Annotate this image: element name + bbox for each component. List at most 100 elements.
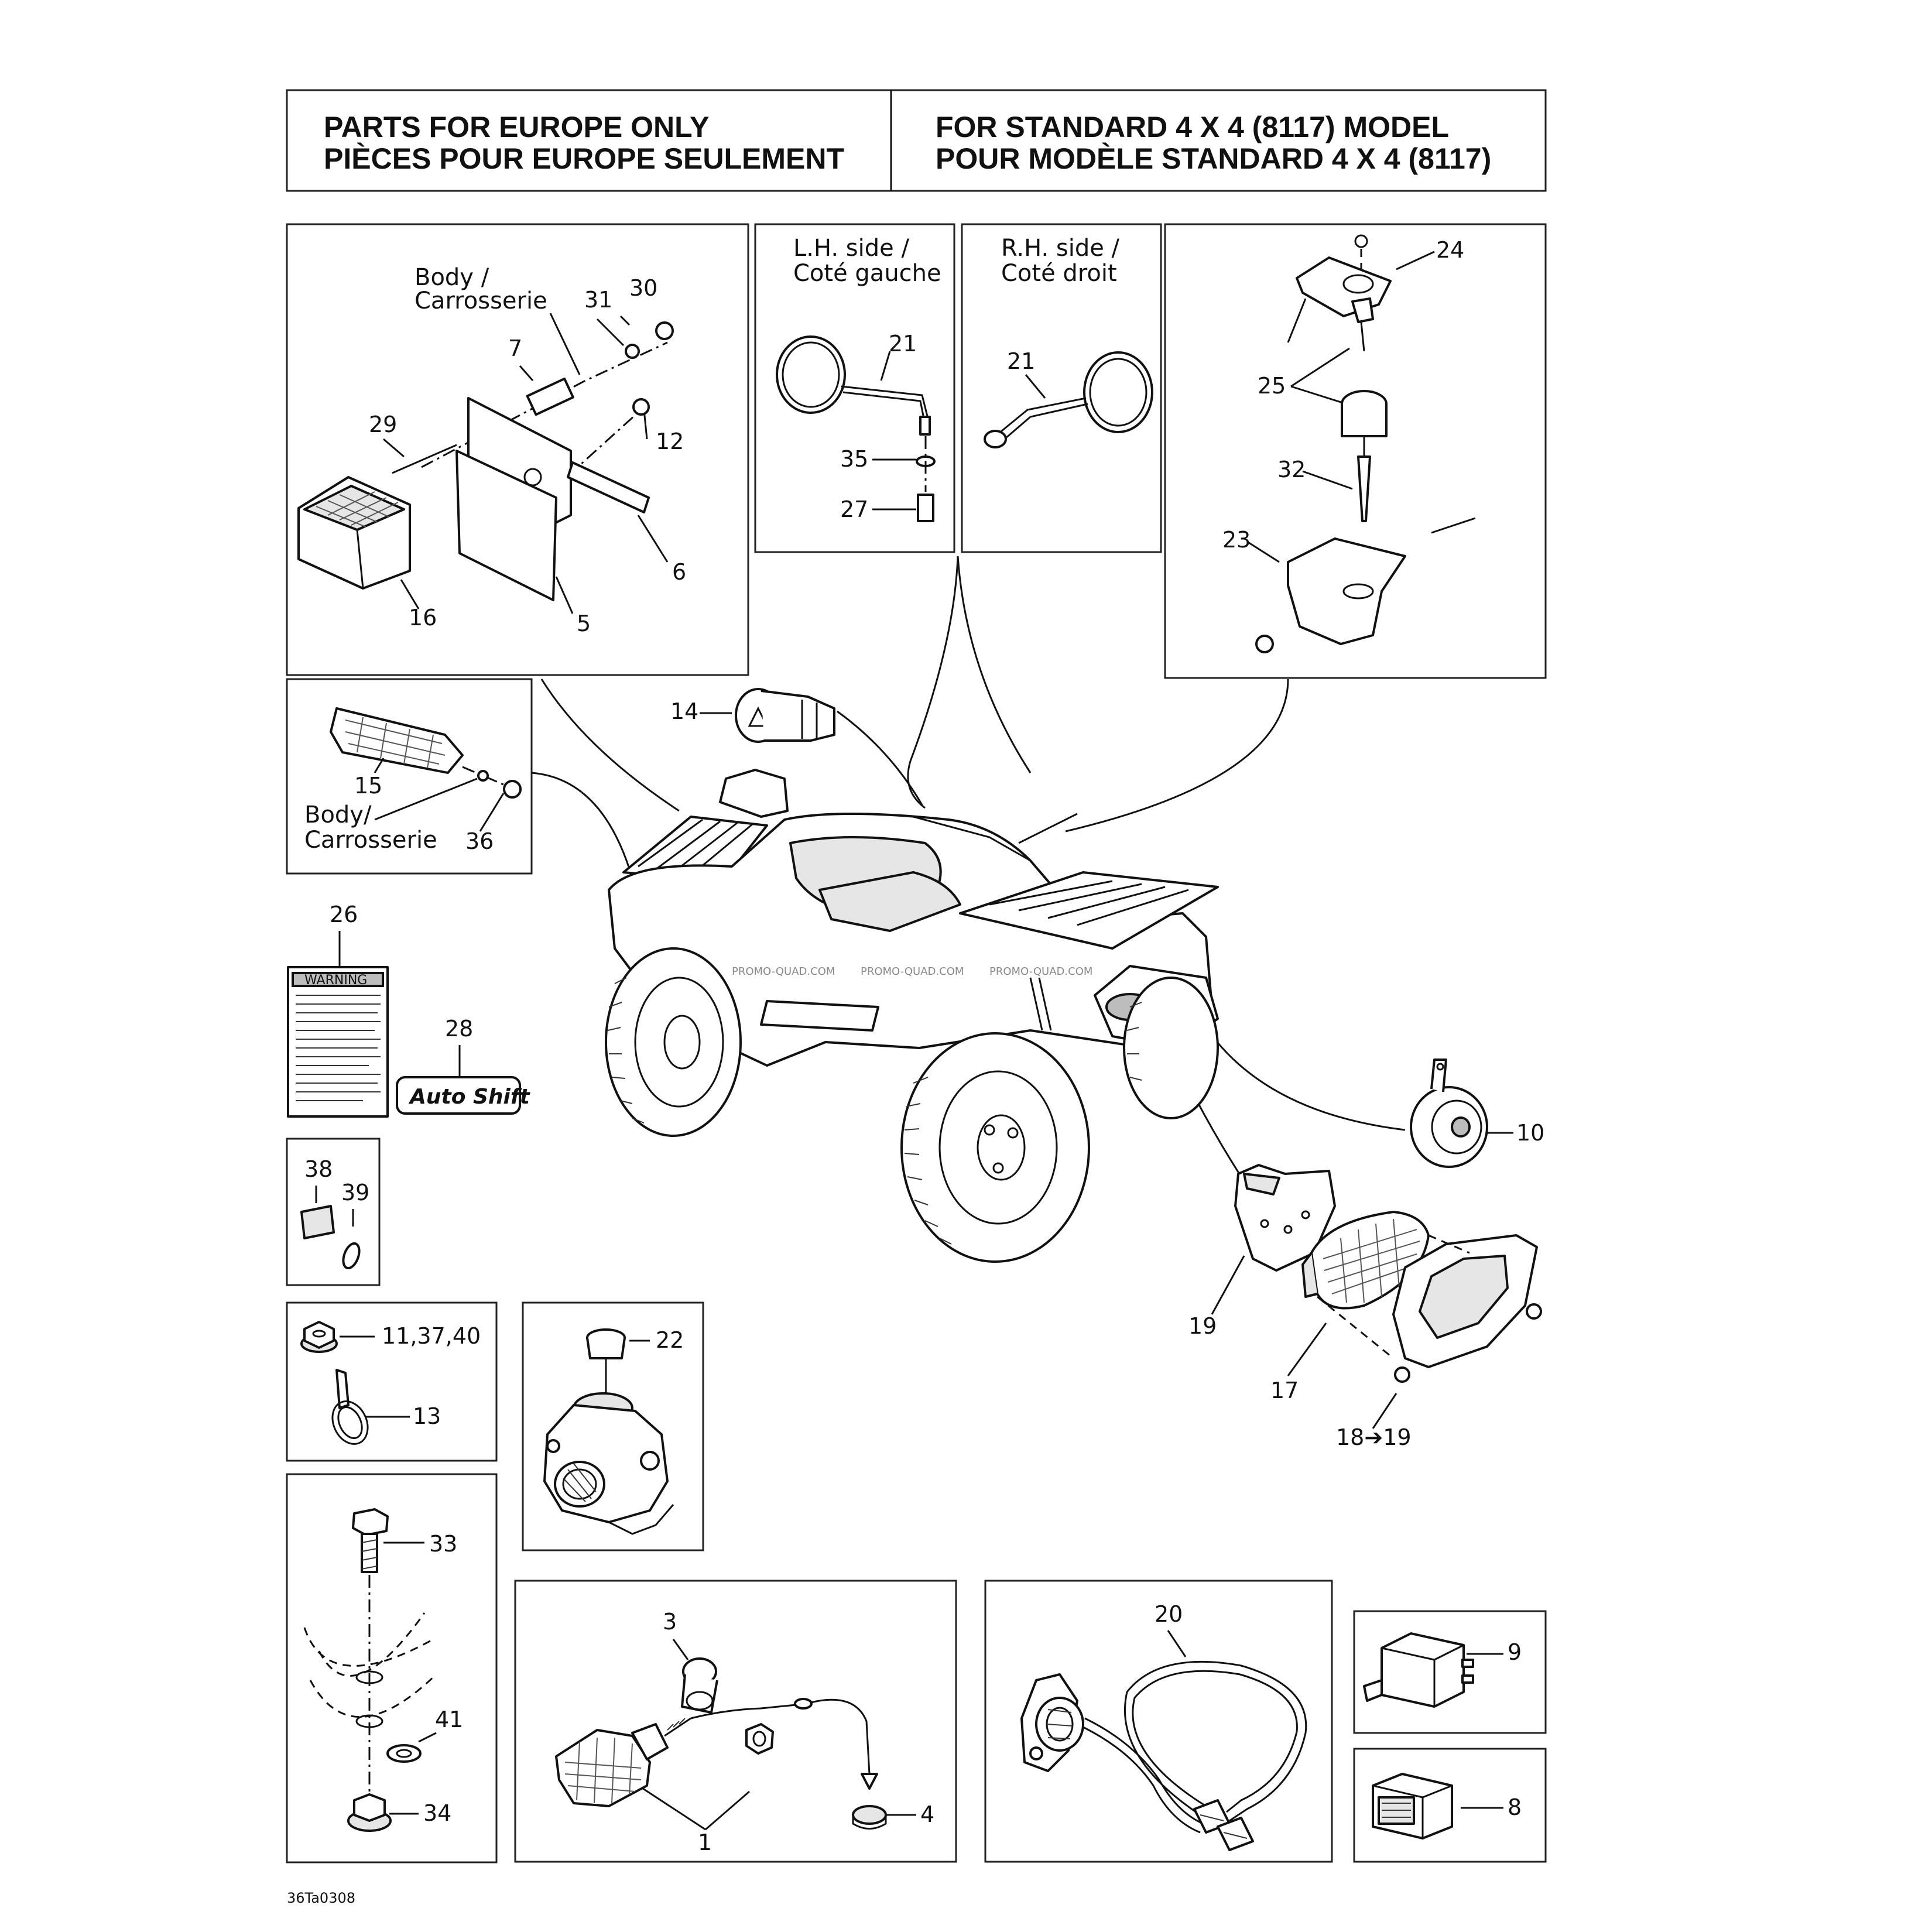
part-number-7: 7 xyxy=(508,335,522,361)
rear-wheel xyxy=(605,947,742,1137)
part-number-36: 36 xyxy=(465,828,494,854)
panel-license-plate: Body / Carrosserie 30 31 7 29 12 6 16 5 xyxy=(286,223,749,676)
rh-mirror-part-21 xyxy=(984,351,1153,448)
caption-cote-droit: Coté droit xyxy=(1001,260,1117,287)
adapter-part-27 xyxy=(917,494,934,522)
horn-part-10: 10 xyxy=(1410,1059,1544,1168)
pin-part-32 xyxy=(1357,455,1371,522)
o-ring-part-39 xyxy=(342,1242,361,1270)
part-number-16: 16 xyxy=(409,605,437,631)
taillight-part-16 xyxy=(297,476,411,590)
part-number-23: 23 xyxy=(1222,527,1251,553)
header-left-line1: PARTS FOR EUROPE ONLY xyxy=(324,111,709,143)
header-box: PARTS FOR EUROPE ONLY PIÈCES POUR EUROPE… xyxy=(286,89,1547,192)
lock-washer-part-41 xyxy=(386,1744,422,1763)
panel-ignition: 24 25 32 23 xyxy=(1164,223,1547,679)
caption-rh-side: R.H. side / xyxy=(1001,235,1120,262)
cable-tie-part-13 xyxy=(331,1369,369,1445)
part-number-9: 9 xyxy=(1508,1639,1522,1665)
panel-relay-9: 9 xyxy=(1353,1610,1547,1734)
key-switch-part-25 xyxy=(1341,297,1388,457)
header-left-line2: PIÈCES POUR EUROPE SEULEMENT xyxy=(324,142,844,175)
part-number-26: 26 xyxy=(330,902,358,927)
panel-carburetor: 22 xyxy=(522,1301,704,1551)
caption-cote-gauche: Coté gauche xyxy=(793,260,941,287)
caption-body-2: Body/ xyxy=(304,801,372,828)
watermark-3: PROMO-QUAD.COM xyxy=(989,965,1092,978)
figure-code: 36Ta0308 xyxy=(287,1890,355,1906)
atv-illustration: PROMO-QUAD.COM PROMO-QUAD.COM PROMO-QUAD… xyxy=(531,556,1406,1263)
part-number-21-rh: 21 xyxy=(1007,348,1035,374)
panel-turn-signal: 3 4 1 xyxy=(514,1580,957,1863)
panel-side-reflector: 15 Body/ Carrosserie 36 xyxy=(286,678,533,875)
carburetor-assembly xyxy=(543,1392,674,1535)
grommet-part-3 xyxy=(681,1657,718,1714)
washer-part-31 xyxy=(625,344,640,359)
spacer-part-7 xyxy=(526,377,574,416)
part-number-41: 41 xyxy=(435,1707,463,1732)
flasher-part-8 xyxy=(1372,1773,1453,1839)
part-number-12: 12 xyxy=(656,429,684,454)
relay-part-9 xyxy=(1363,1632,1474,1708)
reflector-strip-part-6 xyxy=(567,461,650,513)
turn-signal-part-1 xyxy=(555,1717,691,1807)
decal-text: Auto Shift xyxy=(408,1085,531,1109)
part-number-15: 15 xyxy=(354,773,382,799)
nut-part-1 xyxy=(745,1723,774,1755)
part-number-17: 17 xyxy=(1270,1378,1299,1403)
warning-label-title: WARNING xyxy=(304,973,367,988)
part-number-28: 28 xyxy=(445,1016,473,1042)
panel-lh-mirror: L.H. side / Coté gauche 21 35 27 xyxy=(754,223,955,553)
part-number-1: 1 xyxy=(698,1830,712,1855)
part-number-11-37-40: 11,37,40 xyxy=(382,1323,481,1349)
screw-part-29 xyxy=(392,444,457,474)
part-number-20: 20 xyxy=(1155,1601,1183,1627)
watermark-1: PROMO-QUAD.COM xyxy=(732,965,835,978)
part-number-31: 31 xyxy=(584,287,612,313)
part-number-6: 6 xyxy=(672,559,686,585)
part-number-22: 22 xyxy=(656,1327,684,1353)
header-right-line1: FOR STANDARD 4 X 4 (8117) MODEL xyxy=(936,111,1449,143)
part-number-32: 32 xyxy=(1277,457,1306,482)
plate-bracket-part-5 xyxy=(455,397,572,601)
part-number-29: 29 xyxy=(369,412,397,437)
hazard-switch-part-14: 14 xyxy=(670,688,835,743)
lh-mirror-part-21 xyxy=(776,335,931,436)
part-number-13: 13 xyxy=(413,1403,441,1429)
front-wheel xyxy=(900,1032,1090,1263)
part-number-39: 39 xyxy=(341,1180,369,1205)
panel-rh-mirror: R.H. side / Coté droit 21 xyxy=(961,223,1162,553)
part-number-4: 4 xyxy=(920,1801,934,1827)
part-number-24: 24 xyxy=(1436,237,1464,263)
screw-part-24 xyxy=(1287,298,1307,343)
caption-body-1: Body / xyxy=(415,264,489,291)
part-number-38: 38 xyxy=(304,1156,333,1182)
connector-part-20 xyxy=(1193,1799,1254,1851)
part-number-10: 10 xyxy=(1516,1120,1544,1146)
headlight-assembly: 19 17 18➔19 xyxy=(1188,1164,1542,1450)
flange-nut-part-11 xyxy=(300,1321,338,1353)
nut-part-12 xyxy=(632,398,650,416)
part-number-3: 3 xyxy=(663,1609,677,1635)
warning-label-part-26: 26 WARNING xyxy=(287,902,389,1118)
part-number-30: 30 xyxy=(629,275,657,301)
header-right-line2: POUR MODÈLE STANDARD 4 X 4 (8117) xyxy=(936,142,1491,175)
caption-lh-side: L.H. side / xyxy=(793,235,909,262)
flange-nut-part-34 xyxy=(347,1793,392,1832)
mount-bracket-part-24 xyxy=(1296,234,1392,317)
panel-flasher-8: 8 xyxy=(1353,1748,1547,1863)
headlight-bezel-part-18 xyxy=(1392,1234,1542,1383)
part-number-14: 14 xyxy=(670,698,698,724)
watermark-2: PROMO-QUAD.COM xyxy=(861,965,964,978)
clip-part-38 xyxy=(300,1205,335,1239)
part-number-35: 35 xyxy=(840,446,868,472)
nut-part-30 xyxy=(655,321,674,340)
push-nut-part-36 xyxy=(503,780,522,799)
caption-carrosserie-1: Carrosserie xyxy=(415,287,547,314)
part-number-8: 8 xyxy=(1508,1794,1522,1820)
panel-clip-oring: 38 39 xyxy=(286,1138,381,1286)
part-number-25: 25 xyxy=(1258,373,1286,399)
part-number-34: 34 xyxy=(423,1800,451,1826)
headlight-housing-part-19 xyxy=(1234,1164,1336,1272)
auto-shift-decal-part-28: 28 Auto Shift xyxy=(396,1016,531,1115)
